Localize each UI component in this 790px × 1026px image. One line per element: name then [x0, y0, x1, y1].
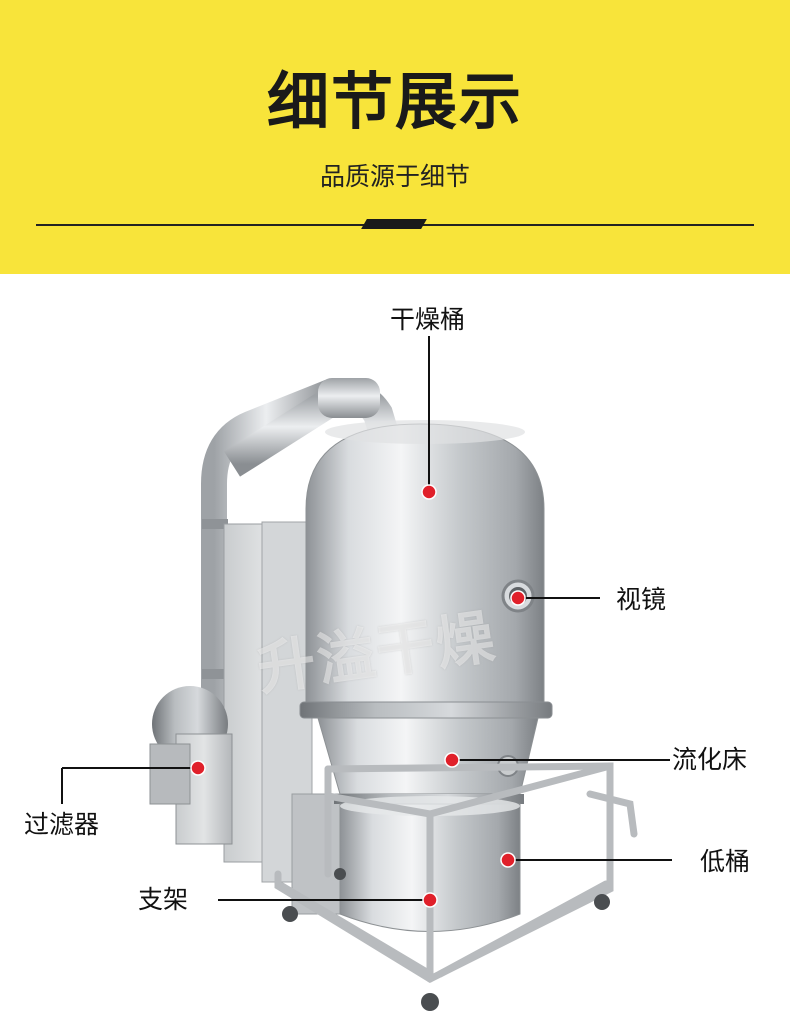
marker-filter [190, 760, 206, 776]
label-drying-drum: 干燥桶 [390, 305, 466, 334]
label-fluid-bed: 流化床 [672, 745, 748, 774]
label-sight-glass: 视镜 [616, 585, 667, 614]
marker-lower-drum [500, 852, 516, 868]
product-stage: 升溢干燥 干燥桶 视镜 流化床 低桶 过滤器 支架 [0, 274, 790, 1026]
label-stand: 支架 [138, 885, 189, 914]
marker-drying-drum [421, 484, 437, 500]
label-lower-drum: 低桶 [700, 847, 751, 876]
header-banner: 细节展示 品质源于细节 [0, 0, 790, 274]
divider-accent [361, 219, 427, 229]
fluid-bed-dryer-illustration [61, 336, 672, 1011]
page-title: 细节展示 [266, 65, 523, 138]
marker-fluid-bed [444, 752, 460, 768]
page-subtitle: 品质源于细节 [319, 162, 470, 191]
marker-sight-glass [510, 590, 526, 606]
label-filter: 过滤器 [24, 810, 100, 839]
marker-stand [422, 892, 438, 908]
